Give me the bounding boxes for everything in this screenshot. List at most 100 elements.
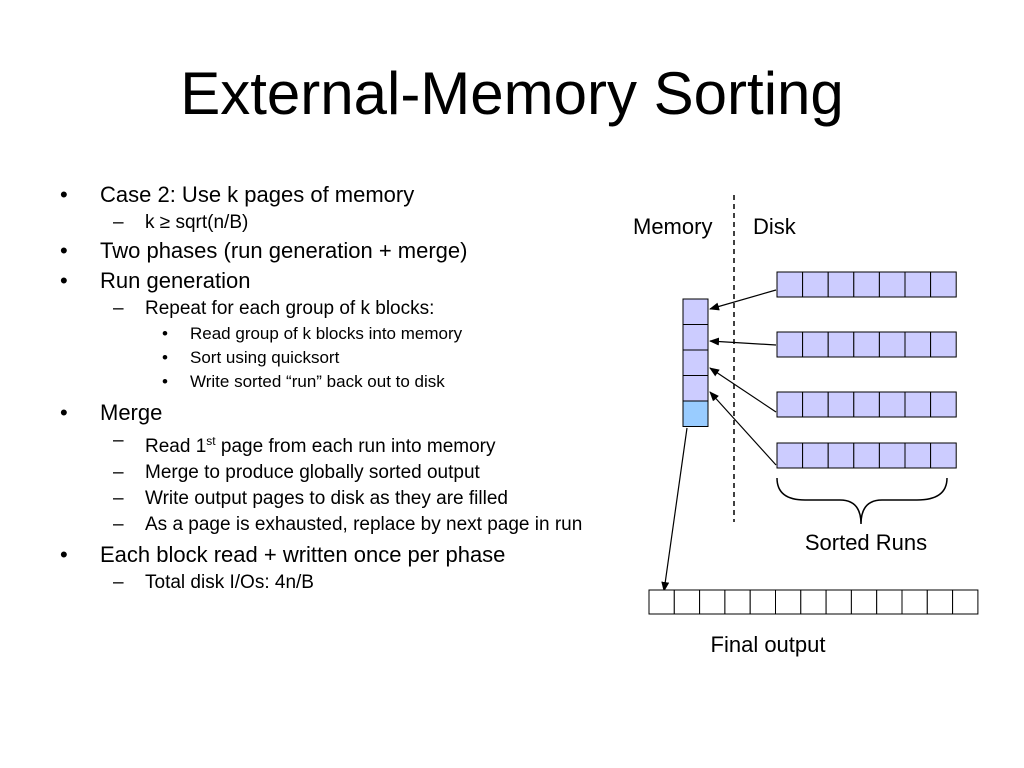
- subsubbullet-text: Write sorted “run” back out to disk: [190, 372, 445, 391]
- subsubbullet-read: • Read group of k blocks into memory: [60, 322, 620, 346]
- run-block: [802, 331, 829, 358]
- memory-page: [682, 349, 709, 376]
- bullet-marker: •: [60, 542, 68, 567]
- bullet-text: Run generation: [100, 268, 251, 293]
- run-block: [776, 331, 804, 358]
- subbullet-text-pre: Read 1: [145, 436, 207, 457]
- subbullet-total-io: – Total disk I/Os: 4n/B: [60, 570, 620, 596]
- memory-label: Memory: [633, 214, 712, 239]
- output-block: [724, 589, 751, 615]
- subbullet-text: Write output pages to disk as they are f…: [145, 488, 508, 509]
- output-block: [673, 589, 701, 615]
- slide-title: External-Memory Sorting: [180, 60, 844, 127]
- subbullet-merge-produce: – Merge to produce globally sorted outpu…: [60, 460, 620, 486]
- memory-page: [682, 324, 709, 351]
- run-block: [853, 442, 880, 469]
- run-block: [878, 391, 906, 418]
- run-block: [827, 442, 855, 469]
- run-block: [930, 391, 957, 418]
- final-output-blocks: [648, 589, 979, 615]
- subbullet-merge-write: – Write output pages to disk as they are…: [60, 486, 620, 512]
- subsubbullet-sort: • Sort using quicksort: [60, 346, 620, 370]
- run-block: [904, 271, 932, 298]
- sorted-runs-brace: [776, 477, 948, 525]
- subbullet-text-post: page from each run into memory: [215, 436, 496, 457]
- memory-page: [682, 375, 709, 402]
- bullet-marker: •: [60, 400, 68, 425]
- bullet-marker: •: [60, 238, 68, 263]
- output-block: [901, 589, 928, 615]
- bullet-phases: • Two phases (run generation + merge): [60, 236, 620, 266]
- bullet-marker: •: [162, 348, 168, 367]
- dash-marker: –: [113, 430, 124, 451]
- output-block: [648, 589, 675, 615]
- bullet-text: Each block read + written once per phase: [100, 542, 506, 567]
- run-block: [878, 442, 906, 469]
- memory-pages: [682, 298, 709, 427]
- run-block: [827, 331, 855, 358]
- subbullet-text: As a page is exhausted, replace by next …: [145, 514, 583, 535]
- subbullet-text: Merge to produce globally sorted output: [145, 462, 480, 483]
- run-block: [853, 271, 880, 298]
- subbullet-text: Total disk I/Os: 4n/B: [145, 572, 314, 593]
- run-to-memory-arrow: [709, 391, 777, 466]
- output-block: [926, 589, 954, 615]
- subbullet-merge-read: – Read 1st page from each run into memor…: [60, 428, 620, 460]
- final-output-label: Final output: [711, 632, 826, 657]
- run-block: [802, 391, 829, 418]
- output-block: [825, 589, 852, 615]
- bullet-each-block: • Each block read + written once per pha…: [60, 540, 620, 570]
- memory-page: [682, 298, 709, 325]
- subbullet-case2: – k ≥ sqrt(n/B): [60, 210, 620, 236]
- run-block: [827, 391, 855, 418]
- bullet-text: Case 2: Use k pages of memory: [100, 182, 415, 207]
- run-block: [930, 442, 957, 469]
- bullet-marker: •: [162, 372, 168, 391]
- output-block: [800, 589, 827, 615]
- bullet-marker: •: [162, 324, 168, 343]
- output-block: [952, 589, 979, 615]
- run-block: [776, 391, 804, 418]
- output-block: [699, 589, 726, 615]
- sorted-runs: [776, 271, 957, 469]
- output-block: [749, 589, 777, 615]
- bullet-merge: • Merge: [60, 398, 620, 428]
- dash-marker: –: [113, 572, 124, 593]
- subsubbullet-text: Read group of k blocks into memory: [190, 324, 463, 343]
- superscript: st: [206, 434, 216, 448]
- run-block: [878, 331, 906, 358]
- bullet-marker: •: [60, 268, 68, 293]
- run-block: [904, 442, 932, 469]
- memory-to-output-arrow: [661, 427, 688, 592]
- run-block: [904, 331, 932, 358]
- bullet-list: • Case 2: Use k pages of memory – k ≥ sq…: [60, 180, 620, 596]
- memory-output-page: [682, 400, 709, 427]
- arrows: [661, 289, 777, 592]
- run-block: [904, 391, 932, 418]
- bullet-text: Merge: [100, 400, 163, 425]
- bullet-case2: • Case 2: Use k pages of memory: [60, 180, 620, 210]
- subbullet-text: Read 1st page from each run into memory: [145, 434, 496, 457]
- dash-marker: –: [113, 212, 124, 233]
- bullet-text: Two phases (run generation + merge): [100, 238, 468, 263]
- dash-marker: –: [113, 488, 124, 509]
- output-block: [775, 589, 802, 615]
- run-to-memory-arrow: [709, 289, 777, 311]
- disk-label: Disk: [753, 214, 797, 239]
- run-block: [853, 331, 880, 358]
- subbullet-text: Repeat for each group of k blocks:: [145, 298, 435, 319]
- dash-marker: –: [113, 462, 124, 483]
- run-block: [776, 271, 804, 298]
- bullet-marker: •: [60, 182, 68, 207]
- dash-marker: –: [113, 298, 124, 319]
- subbullet-repeat: – Repeat for each group of k blocks:: [60, 296, 620, 322]
- run-block: [802, 442, 829, 469]
- subsubbullet-write: • Write sorted “run” back out to disk: [60, 370, 620, 394]
- subbullet-text: k ≥ sqrt(n/B): [145, 212, 249, 233]
- subbullet-merge-exhaust: – As a page is exhausted, replace by nex…: [60, 512, 625, 538]
- output-block: [876, 589, 903, 615]
- run-block: [776, 442, 804, 469]
- run-block: [802, 271, 829, 298]
- dash-marker: –: [113, 514, 124, 535]
